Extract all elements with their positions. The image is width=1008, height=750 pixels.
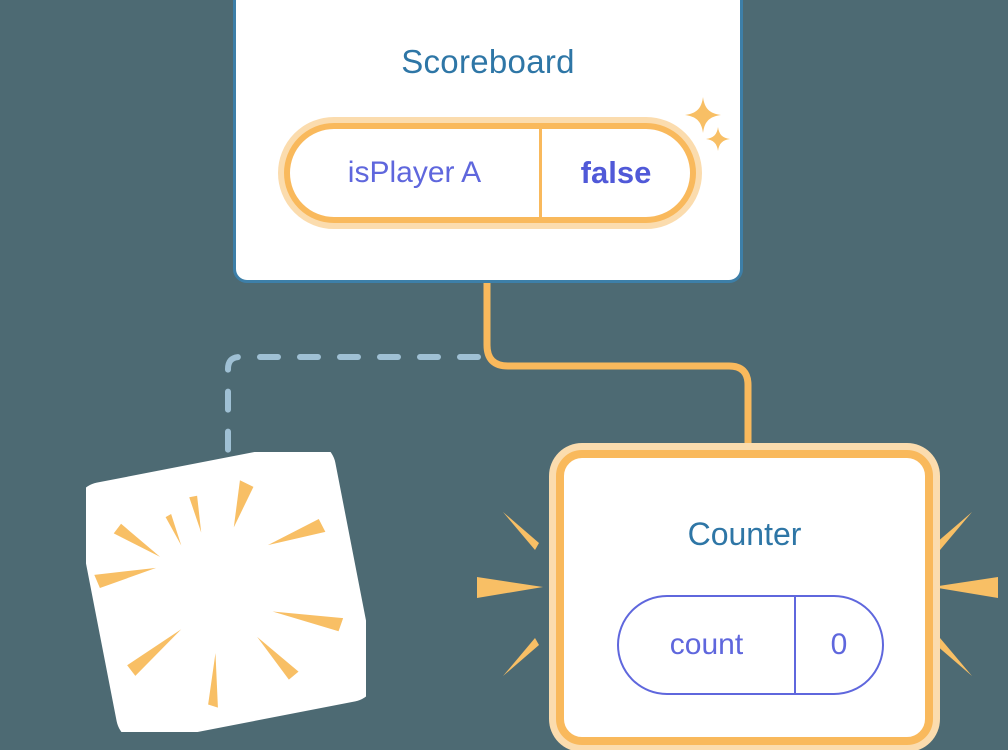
tilted-burst-card[interactable] (86, 452, 366, 732)
counter-state-pill[interactable]: count 0 (617, 595, 884, 695)
counter-pill-value: 0 (830, 628, 848, 661)
counter-rays-right (932, 512, 998, 676)
scoreboard-pill-value: false (580, 155, 652, 190)
counter-pill-key: count (669, 628, 744, 661)
scoreboard-card[interactable]: Scoreboard isPlayer A false (233, 0, 743, 283)
counter-title: Counter (687, 516, 802, 552)
counter-card[interactable]: Counter count 0 (556, 450, 933, 745)
counter-pill-divider (794, 597, 796, 693)
scoreboard-pill-glow (278, 117, 702, 229)
scoreboard-pill-divider (539, 129, 542, 217)
scoreboard-state-pill[interactable]: isPlayer A false (278, 117, 702, 229)
scoreboard-pill-key: isPlayer A (347, 156, 482, 189)
counter-rays-left (477, 512, 543, 676)
sparkle-small-icon (705, 126, 731, 152)
tilted-card-body (86, 452, 366, 732)
connector-scoreboard-to-counter (483, 281, 752, 466)
sparkle-large-icon (684, 96, 722, 134)
tilted-card-rays (94, 480, 344, 708)
scoreboard-title: Scoreboard (401, 43, 575, 80)
